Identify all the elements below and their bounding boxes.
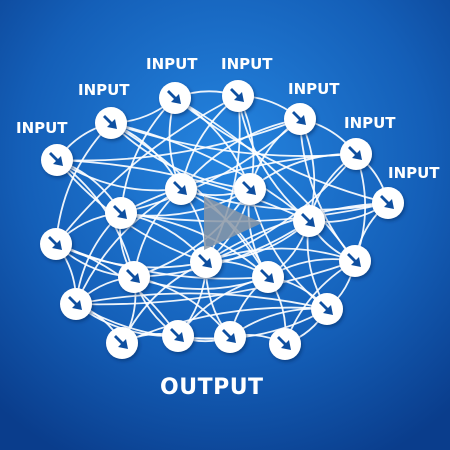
network-node [41,144,73,176]
connection-line [56,118,301,162]
input-label: INPUT [388,164,440,182]
input-label: INPUT [78,81,130,99]
down-right-arrow-icon [170,328,184,342]
network-node [252,261,284,293]
network-node [372,187,404,219]
down-right-arrow-icon [114,335,128,349]
network-node [293,205,325,237]
network-node [234,173,266,205]
connection-line [55,243,269,280]
connection-line [121,306,328,344]
down-right-arrow-icon [319,301,333,315]
network-node [190,246,222,278]
network-node [269,328,301,360]
network-node [159,82,191,114]
input-label: INPUT [16,119,68,137]
connection-line [55,95,239,245]
network-node [106,327,138,359]
connection-line [299,118,356,262]
network-node [339,245,371,277]
input-label: INPUT [344,114,396,132]
network-node [105,197,137,229]
down-right-arrow-icon [198,254,212,268]
down-right-arrow-icon [103,115,117,129]
input-label: INPUT [146,55,198,73]
nodes [40,80,404,360]
down-right-arrow-icon [173,181,187,195]
network-node [165,173,197,205]
connection-line [180,118,301,190]
down-right-arrow-icon [260,269,274,283]
output-label: OUTPUT [160,375,264,400]
network-node [118,261,150,293]
connection-line [205,247,356,263]
down-right-arrow-icon [222,329,236,343]
down-right-arrow-icon [167,90,181,104]
input-label: INPUT [288,80,340,98]
connection-line [180,188,389,211]
connection-line [75,260,356,306]
down-right-arrow-icon [292,111,306,125]
network-node [284,103,316,135]
network-node [162,320,194,352]
network-node [40,228,72,260]
network-node [95,107,127,139]
down-right-arrow-icon [380,195,394,209]
down-right-arrow-icon [301,213,315,227]
down-right-arrow-icon [48,236,62,250]
network-node [340,138,372,170]
down-right-arrow-icon [113,205,127,219]
down-right-arrow-icon [68,296,82,310]
down-right-arrow-icon [277,336,291,350]
input-label: INPUT [221,55,273,73]
network-node [222,80,254,112]
down-right-arrow-icon [242,181,256,195]
connection-line [75,292,328,310]
down-right-arrow-icon [348,146,362,160]
down-right-arrow-icon [347,253,361,267]
connection-line [205,202,389,263]
down-right-arrow-icon [126,269,140,283]
connection-line [249,188,328,310]
down-right-arrow-icon [230,88,244,102]
network-node [60,288,92,320]
network-node [311,293,343,325]
connection-line [120,212,269,278]
connection-line [120,153,357,214]
network-node [214,321,246,353]
connection-line [110,122,251,190]
down-right-arrow-icon [49,152,63,166]
connection-line [120,118,301,214]
connection-line [75,188,182,305]
labels: INPUT INPUT INPUT INPUT INPUT INPUT INPU… [16,55,440,400]
connection-line [110,122,310,222]
play-icon[interactable] [204,196,262,250]
